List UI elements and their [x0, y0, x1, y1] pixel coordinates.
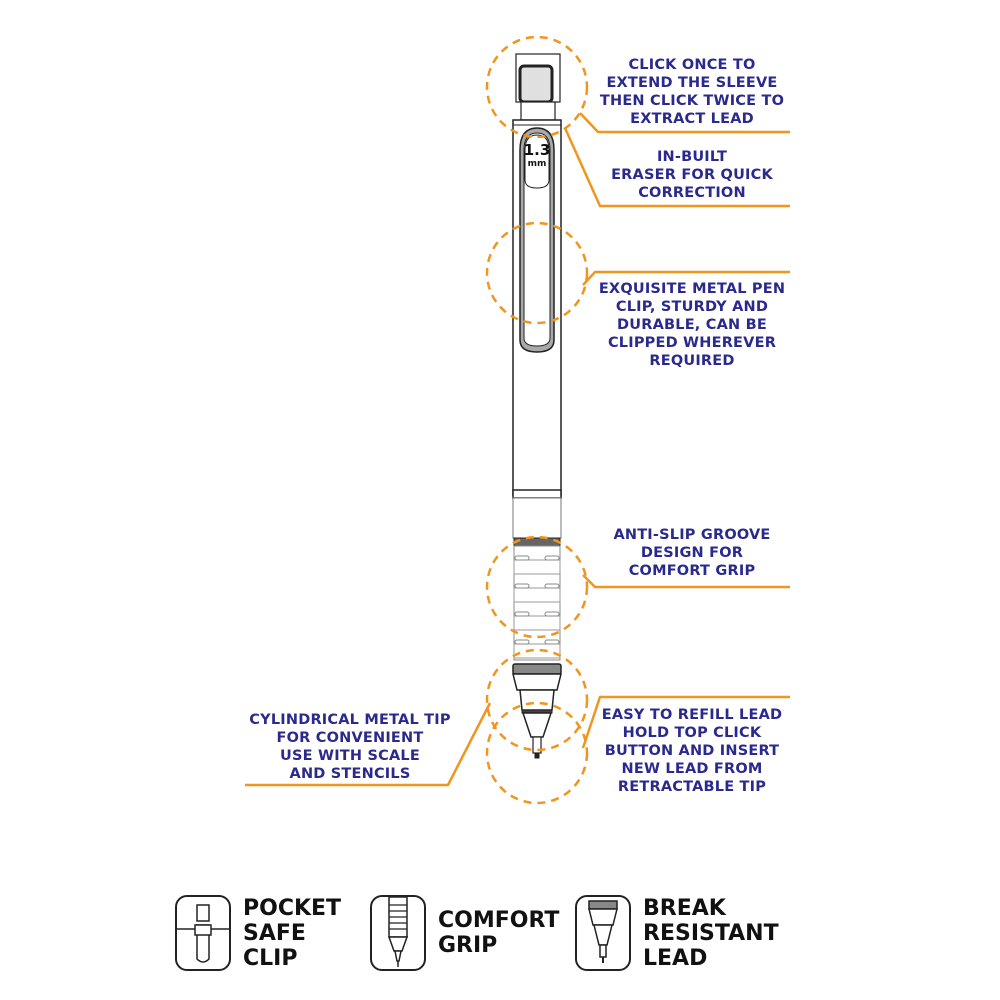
- highlight-circles: [485, 35, 589, 805]
- callout-clip: EXQUISITE METAL PEN CLIP, STURDY AND DUR…: [598, 281, 786, 369]
- feature-pocket-safe-clip: POCKET SAFE CLIP: [175, 895, 341, 971]
- highlight-tip: [485, 648, 589, 752]
- feature-comfort-grip: COMFORT GRIP: [370, 895, 559, 971]
- leader-lines: [245, 112, 790, 787]
- feature-label: BREAK RESISTANT LEAD: [643, 895, 779, 971]
- feature-label: POCKET SAFE CLIP: [243, 895, 342, 971]
- feature-label: COMFORT GRIP: [438, 908, 560, 958]
- break-resistant-lead-icon: [575, 895, 631, 971]
- highlight-top-button: [485, 35, 589, 139]
- lead-size-value: 1.3: [524, 141, 551, 159]
- pocket-clip-icon: [175, 895, 231, 971]
- callout-eraser: IN-BUILT ERASER FOR QUICK CORRECTION: [611, 149, 773, 201]
- callout-grip: ANTI-SLIP GROOVE DESIGN FOR COMFORT GRIP: [613, 527, 771, 579]
- callout-top-button: CLICK ONCE TO EXTEND THE SLEEVE THEN CLI…: [599, 57, 785, 127]
- highlight-grip: [485, 535, 589, 639]
- feature-break-resistant-lead: BREAK RESISTANT LEAD: [575, 895, 779, 971]
- lead-size-unit: mm: [528, 159, 547, 169]
- highlight-lead: [485, 701, 589, 805]
- comfort-grip-icon: [370, 895, 426, 971]
- callout-refill: EASY TO REFILL LEAD HOLD TOP CLICK BUTTO…: [601, 707, 783, 795]
- callout-tip: CYLINDRICAL METAL TIP FOR CONVENIENT USE…: [249, 712, 451, 782]
- highlight-clip: [485, 221, 589, 325]
